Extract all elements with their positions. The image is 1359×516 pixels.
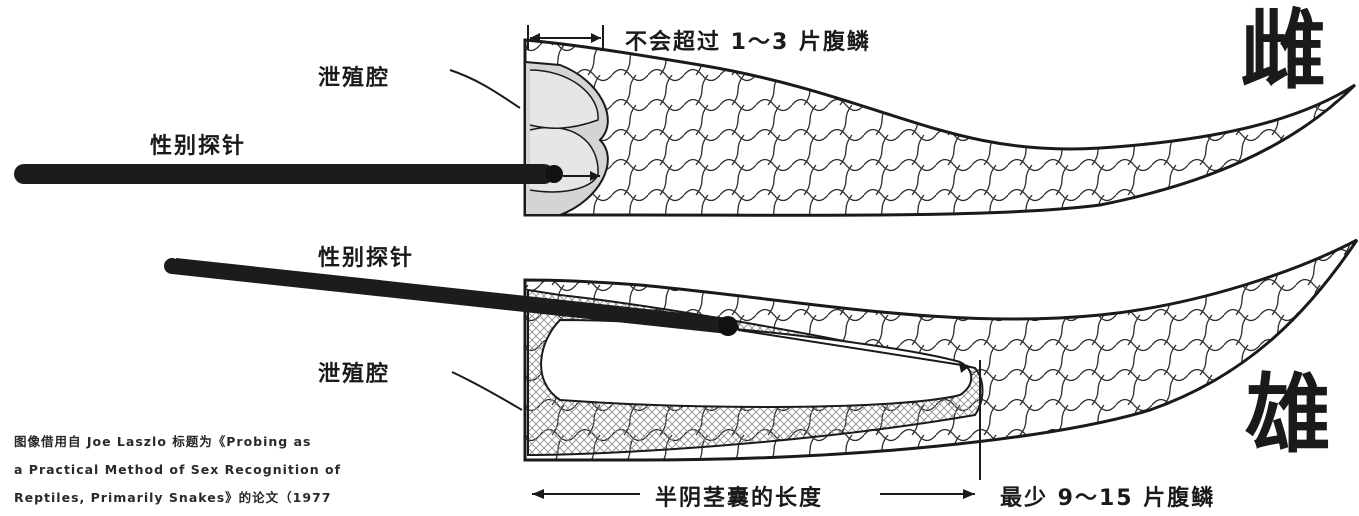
female-tail — [525, 40, 1355, 215]
cloaca-pointer-top — [450, 70, 520, 108]
male-depth-label: 最少 9～15 片腹鳞 — [1000, 480, 1215, 512]
probe-label-top: 性别探针 — [150, 128, 246, 160]
cloaca-label-bottom: 泄殖腔 — [318, 356, 390, 388]
credit-line-3: Reptiles, Primarily Snakes》的论文（1977 — [14, 484, 434, 512]
cloaca-label-top: 泄殖腔 — [318, 60, 390, 92]
female-label: 雌 — [1240, 8, 1326, 94]
male-label: 雄 — [1245, 372, 1331, 458]
probe-label-bottom: 性别探针 — [318, 240, 414, 272]
male-tail — [525, 240, 1357, 480]
female-depth-label: 不会超过 1～3 片腹鳞 — [625, 24, 871, 56]
credit-line-1: 图像借用自 Joe Laszlo 标题为《Probing as — [14, 428, 434, 456]
probe-top — [14, 164, 600, 184]
credit-line-2: a Practical Method of Sex Recognition of — [14, 456, 434, 484]
hemipenis-length-label: 半阴茎囊的长度 — [655, 480, 823, 512]
image-credit: 图像借用自 Joe Laszlo 标题为《Probing as a Practi… — [14, 428, 434, 512]
cloaca-pointer-bottom — [452, 372, 522, 410]
